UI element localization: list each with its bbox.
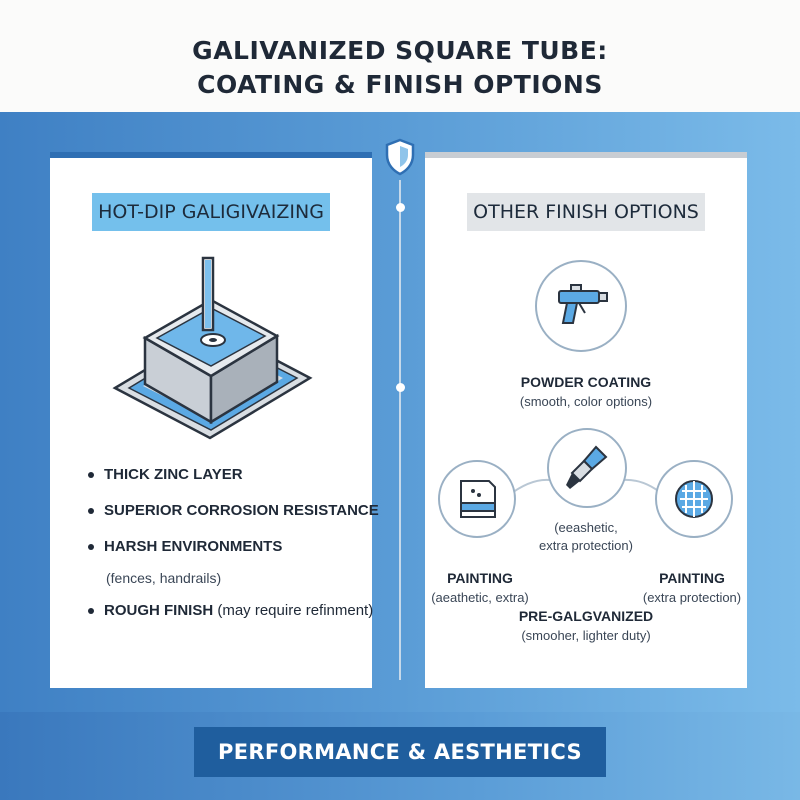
shield-icon xyxy=(385,138,415,176)
hot-dip-panel: HOT-DIP GALIGIVAIZING THICK ZINC LAYER S… xyxy=(50,152,379,688)
harsh-env-note: (fences, handrails) xyxy=(106,570,222,586)
bullet-dot xyxy=(88,472,94,479)
bullet-harsh-env: HARSH ENVIRONMENTS xyxy=(88,538,282,555)
brush-circle xyxy=(547,428,627,508)
hot-dip-heading: HOT-DIP GALIGIVAIZING xyxy=(92,193,330,231)
painting-right-circle xyxy=(655,460,733,538)
galvanizing-tank-icon xyxy=(112,256,313,440)
painting-left-label: PAINTING xyxy=(447,570,513,586)
grid-pattern-icon xyxy=(675,480,713,518)
painted-panel-icon xyxy=(460,480,496,518)
bullet-dot xyxy=(88,544,94,551)
title-line-2: COATING & FINISH OPTIONS xyxy=(197,70,603,99)
pre-galvanized-desc: (smooher, lighter duty) xyxy=(521,628,651,643)
paint-brush-icon xyxy=(566,445,608,489)
bullet-corrosion: SUPERIOR CORROSION RESISTANCE xyxy=(88,502,379,519)
bullet-dot xyxy=(88,508,94,515)
timeline-dot xyxy=(396,383,405,392)
pre-galvanized-label: PRE-GALGVANIZED xyxy=(518,608,654,624)
other-finish-panel: OTHER FINISH OPTIONS POWDER COATING (smo… xyxy=(425,152,747,688)
powder-coating-circle xyxy=(535,260,627,352)
painting-right-desc: (extra protection) xyxy=(642,590,742,605)
bullet-thick-zinc: THICK ZINC LAYER xyxy=(88,466,243,483)
painting-right-label: PAINTING xyxy=(659,570,725,586)
painting-left-circle xyxy=(438,460,516,538)
spray-gun-icon xyxy=(558,284,608,324)
title-line-1: GALIVANIZED SQUARE TUBE: xyxy=(192,36,608,65)
center-desc-line1: (eeashetic, xyxy=(554,520,618,535)
powder-coating-label: POWDER COATING xyxy=(520,374,652,390)
timeline-line xyxy=(399,180,401,680)
footer-banner: PERFORMANCE & AESTHETICS xyxy=(194,727,606,777)
center-desc-line2: extra protection) xyxy=(539,538,633,553)
bullet-dot xyxy=(88,608,94,615)
powder-coating-desc: (smooth, color options) xyxy=(519,394,653,409)
other-finish-heading: OTHER FINISH OPTIONS xyxy=(467,193,705,231)
painting-left-desc: (aeathetic, extra) xyxy=(431,590,529,605)
header: GALIVANIZED SQUARE TUBE: COATING & FINIS… xyxy=(0,0,800,112)
bullet-rough-finish: ROUGH FINISH (may require refinment) xyxy=(88,602,373,619)
timeline-dot xyxy=(396,203,405,212)
